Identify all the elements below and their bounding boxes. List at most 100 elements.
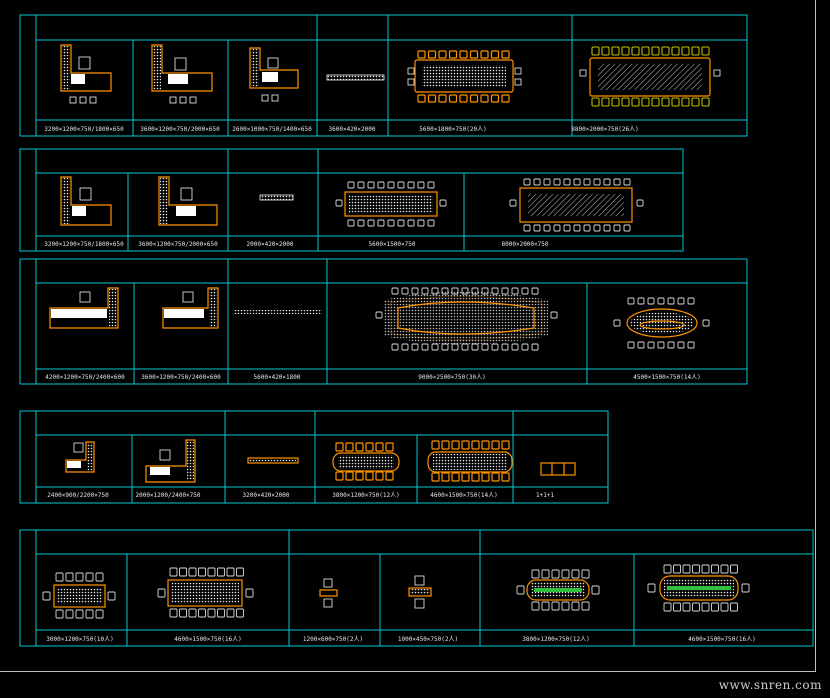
chair-icon — [691, 46, 700, 56]
chair-icon — [65, 609, 74, 619]
dimension-label: 3200×1200×750/1800×650 — [44, 126, 124, 133]
dimension-label: 2000×1200/2400×750 — [135, 492, 200, 499]
dimension-label: 3200×1200×750/1800×650 — [44, 241, 124, 248]
chair-icon — [85, 609, 94, 619]
chair-icon — [631, 46, 640, 56]
chair-icon — [236, 567, 244, 577]
chair-icon — [367, 181, 375, 189]
chair-row-group — [335, 178, 644, 232]
chair-icon — [461, 343, 469, 351]
chair-icon — [701, 602, 710, 612]
chair-icon — [407, 181, 415, 189]
chair-icon — [417, 219, 425, 227]
chair-icon — [571, 601, 580, 611]
chair-icon — [417, 181, 425, 189]
chair-icon — [636, 199, 644, 207]
chair-icon — [501, 343, 509, 351]
chair-icon — [347, 219, 355, 227]
dimension-label: 5600×420×1800 — [254, 374, 301, 381]
chair-icon — [391, 343, 399, 351]
dimension-label: 8800×2000×750(26人) — [571, 126, 638, 133]
chair-icon — [531, 569, 540, 579]
chair-icon — [591, 97, 600, 107]
chair-icon — [657, 341, 665, 349]
chair-icon — [179, 608, 187, 618]
chair-icon — [521, 343, 529, 351]
chair-icon — [701, 46, 710, 56]
chair-icon — [431, 343, 439, 351]
chair-icon — [431, 440, 440, 450]
dimension-label: 5600×1500×750 — [369, 241, 416, 248]
chair-icon — [711, 602, 719, 612]
chair-icon — [667, 341, 675, 349]
chair-icon — [741, 583, 750, 593]
chair-icon — [391, 287, 399, 295]
chair-icon — [451, 440, 460, 450]
section-4-grid — [19, 410, 609, 504]
chair-icon — [367, 219, 375, 227]
chair-icon — [603, 178, 611, 186]
chair-icon — [226, 567, 235, 577]
chair-icon — [365, 471, 374, 481]
chair-icon — [563, 178, 571, 186]
chair-icon — [42, 591, 51, 601]
chair-icon — [335, 471, 344, 481]
chair-icon — [469, 50, 479, 59]
chair-icon — [692, 602, 700, 612]
chair-icon — [621, 97, 630, 107]
chair-icon — [85, 572, 94, 582]
chair-icon — [637, 341, 645, 349]
chair-icon — [469, 94, 479, 103]
dimension-label: 4200×1200×750/2400×600 — [45, 374, 125, 381]
chair-icon — [631, 97, 640, 107]
chair-icon — [427, 50, 437, 59]
section-1-dimensions: 3200×1200×750/1800×650 3600×1200×750/200… — [44, 126, 638, 133]
chair-icon — [75, 609, 84, 619]
chair-icon — [543, 178, 551, 186]
chair-icon — [441, 472, 450, 482]
section-1-furniture — [60, 44, 721, 104]
chair-icon — [169, 608, 178, 618]
chair-icon — [601, 46, 610, 56]
dimension-label: 4600×1500×750(14人) — [430, 492, 497, 499]
chair-icon — [95, 609, 104, 619]
dimension-label: 5600×1800×750(20人) — [419, 126, 486, 133]
chair-icon — [375, 311, 383, 319]
dimension-label: 3600×1200×750/2000×650 — [140, 126, 220, 133]
chair-icon — [573, 224, 581, 232]
chair-icon — [335, 442, 344, 452]
chair-icon — [601, 97, 610, 107]
chair-icon — [448, 94, 458, 103]
section-5-grid — [19, 529, 814, 647]
chair-icon — [702, 319, 710, 327]
chair-icon — [427, 181, 435, 189]
chair-icon — [438, 94, 447, 103]
chair-icon — [641, 46, 650, 56]
chair-row-group — [42, 564, 750, 619]
chair-icon — [207, 608, 216, 618]
chair-icon — [687, 341, 695, 349]
chair-icon — [451, 472, 460, 482]
chair-icon — [711, 564, 719, 574]
chair-icon — [501, 287, 509, 295]
chair-icon — [459, 50, 468, 59]
section-5-dimensions: 3000×1200×750(10人) 4600×1500×750(16人) 12… — [46, 636, 755, 643]
chair-icon — [188, 608, 197, 618]
chair-icon — [107, 591, 116, 601]
chair-icon — [663, 564, 672, 574]
dimension-label: 4600×1500×750(16人) — [174, 636, 241, 643]
chair-icon — [637, 297, 645, 305]
section-3-grid — [19, 258, 748, 385]
chair-icon — [461, 472, 470, 482]
chair-icon — [377, 181, 385, 189]
dimension-label: 3200×420×2000 — [243, 492, 290, 499]
chair-icon — [501, 472, 510, 482]
chair-icon — [682, 564, 691, 574]
chair-icon — [501, 50, 510, 59]
chair-icon — [591, 585, 600, 595]
chair-icon — [581, 601, 590, 611]
chair-icon — [75, 572, 84, 582]
chair-icon — [720, 564, 729, 574]
chair-icon — [647, 583, 656, 593]
chair-icon — [397, 181, 405, 189]
